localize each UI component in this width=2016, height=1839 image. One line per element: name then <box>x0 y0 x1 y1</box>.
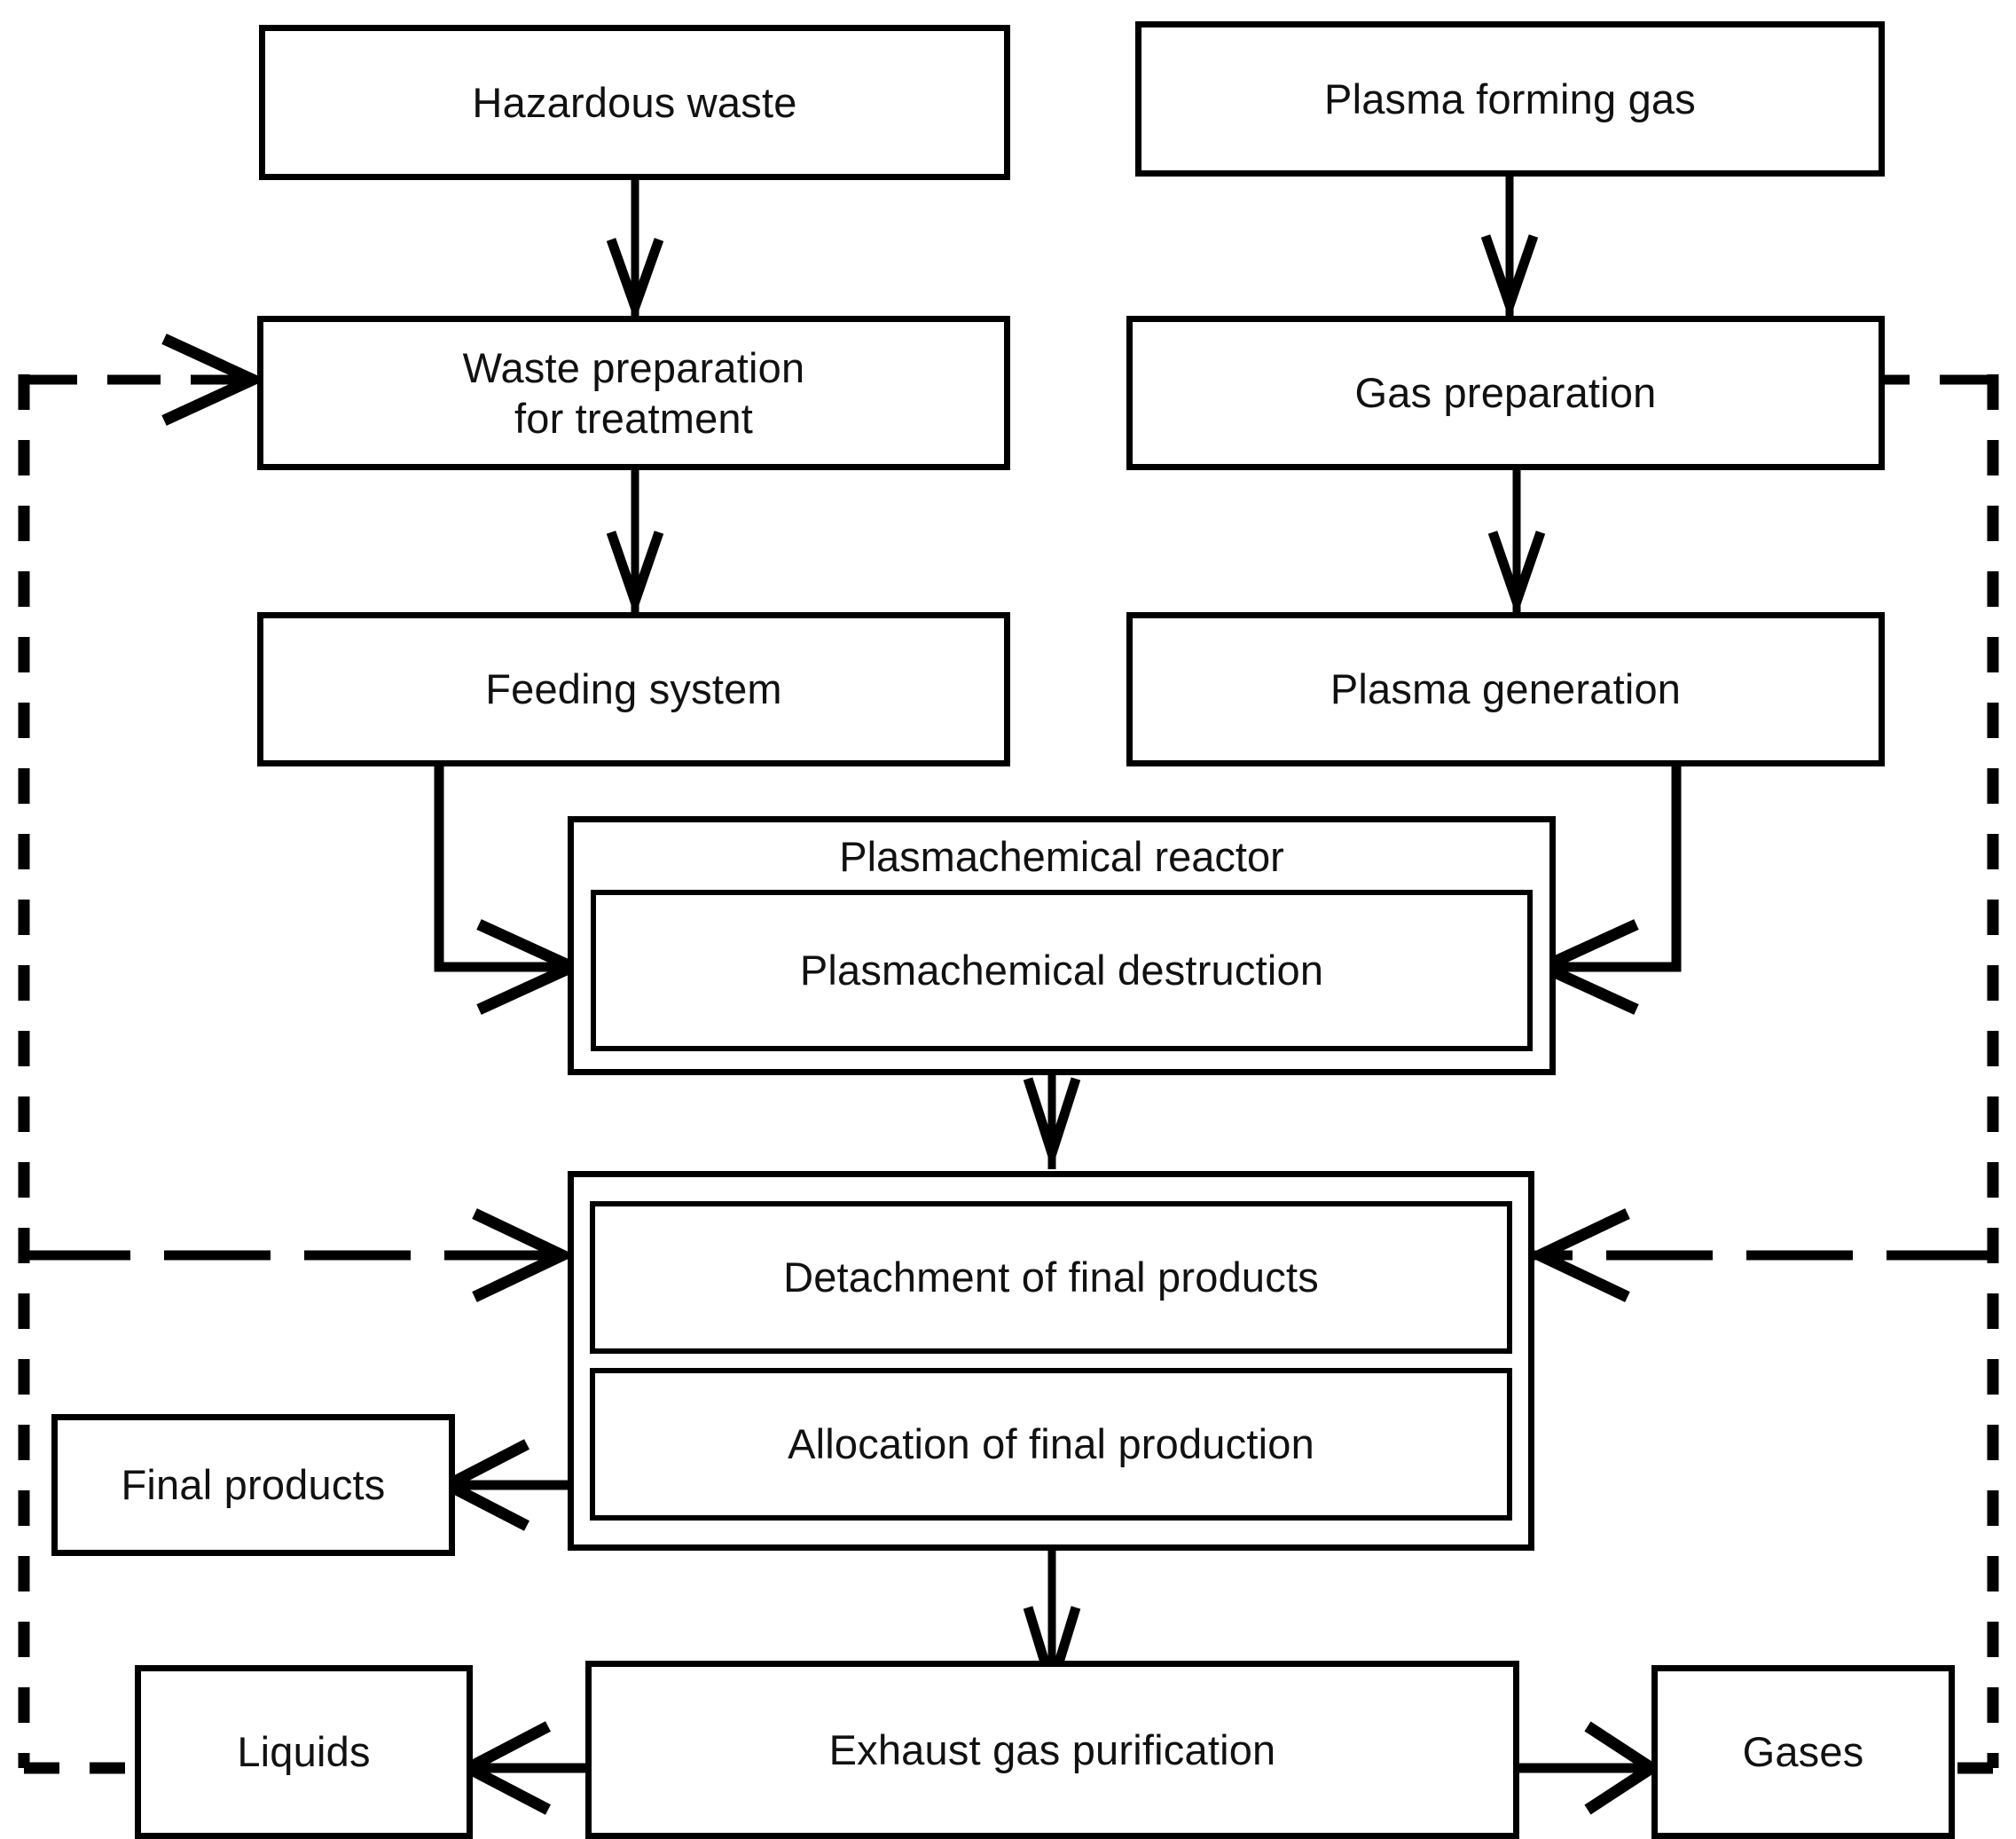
node-label-hazardous-waste: Hazardous waste <box>472 78 797 126</box>
node-final-products[interactable]: Final products <box>51 1414 455 1556</box>
arrowhead-down-plasma-generation <box>1487 530 1546 617</box>
node-waste-preparation[interactable]: Waste preparation for treatment <box>257 316 1010 470</box>
node-label-liquids: Liquids <box>237 1728 371 1776</box>
node-label-final-products: Final products <box>121 1461 386 1509</box>
arrowhead-right-detachment-dashed <box>472 1208 577 1302</box>
node-allocation-of-final-production[interactable]: Allocation of final production <box>590 1368 1512 1521</box>
node-exhaust-gas-purification[interactable]: Exhaust gas purification <box>585 1661 1519 1839</box>
node-label-plasmachemical-reactor: Plasmachemical reactor <box>839 833 1284 880</box>
node-hazardous-waste[interactable]: Hazardous waste <box>259 25 1010 180</box>
node-plasma-generation[interactable]: Plasma generation <box>1126 612 1885 766</box>
node-label-plasma-forming-gas: Plasma forming gas <box>1324 75 1696 122</box>
node-label-exhaust-gas-purification: Exhaust gas purification <box>828 1725 1276 1773</box>
arrowhead-right-waste-preparation-dashed <box>161 334 267 426</box>
node-plasma-forming-gas[interactable]: Plasma forming gas <box>1135 21 1885 177</box>
arrowhead-down-gas-preparation <box>1480 234 1539 320</box>
node-gas-preparation[interactable]: Gas preparation <box>1126 316 1885 470</box>
arrowhead-down-detachment <box>1023 1077 1081 1169</box>
node-label-plasmachemical-destruction: Plasmachemical destruction <box>799 947 1324 994</box>
node-detachment-of-final-products[interactable]: Detachment of final products <box>590 1201 1512 1354</box>
node-label-gas-preparation: Gas preparation <box>1354 369 1657 417</box>
node-label-gases: Gases <box>1742 1728 1864 1776</box>
node-liquids[interactable]: Liquids <box>135 1665 473 1839</box>
node-feeding-system[interactable]: Feeding system <box>257 612 1010 766</box>
node-gases[interactable]: Gases <box>1651 1665 1955 1839</box>
node-label-plasma-generation: Plasma generation <box>1330 665 1682 713</box>
node-label-feeding-system: Feeding system <box>485 665 782 713</box>
node-plasmachemical-destruction[interactable]: Plasmachemical destruction <box>591 890 1533 1051</box>
edge-plasma-generation-to-destruction <box>1534 765 1682 972</box>
node-label-allocation-of-final-production: Allocation of final production <box>788 1420 1314 1468</box>
arrowhead-down-feeding-system <box>606 530 664 617</box>
edge-feeding-system-to-destruction <box>434 765 581 972</box>
node-label-waste-preparation: Waste preparation for treatment <box>462 343 805 442</box>
arrowhead-left-detachment-dashed <box>1526 1208 1630 1302</box>
arrowhead-down-waste-preparation <box>606 238 664 322</box>
node-label-detachment-of-final-products: Detachment of final products <box>783 1254 1319 1301</box>
